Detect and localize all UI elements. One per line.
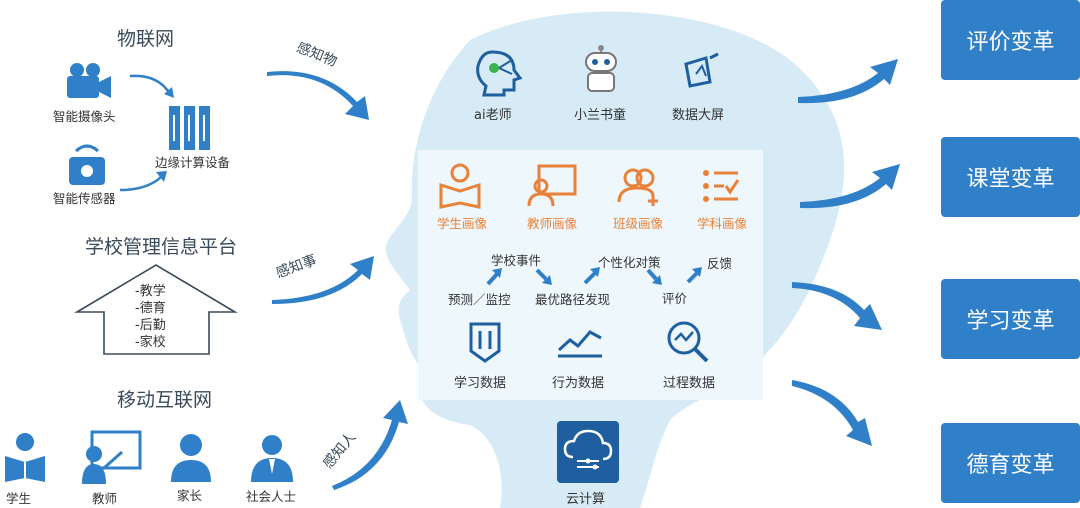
person-label: 家长 bbox=[177, 488, 203, 503]
head-item-label: 小兰书童 bbox=[574, 108, 627, 123]
subject-portrait-icon bbox=[703, 170, 740, 202]
parent-icon bbox=[171, 434, 211, 482]
portrait-label: 教师画像 bbox=[527, 216, 578, 231]
data-type-label: 行为数据 bbox=[552, 376, 605, 391]
process-data-icon bbox=[667, 321, 709, 363]
camera-to-edge-arrow bbox=[129, 74, 174, 98]
camera-label: 智能摄像头 bbox=[53, 109, 116, 124]
person-label: 学生 bbox=[6, 491, 32, 506]
flow-evaluate: 评价 bbox=[662, 291, 688, 306]
flow-optimal-path: 最优路径发现 bbox=[535, 292, 611, 307]
sense-event-arrow bbox=[272, 256, 374, 304]
robot-icon bbox=[585, 45, 617, 92]
sensor-icon bbox=[69, 144, 105, 185]
sense-thing-arrow bbox=[267, 71, 369, 120]
output-box-classroom: 课堂变革 bbox=[941, 137, 1080, 217]
flow-feedback: 反馈 bbox=[707, 256, 733, 271]
output-box-evaluation: 评价变革 bbox=[941, 0, 1080, 80]
output-arrow-1 bbox=[798, 59, 898, 104]
social-person-icon bbox=[251, 435, 293, 482]
teacher-portrait-icon bbox=[527, 164, 577, 207]
portrait-label: 学科画像 bbox=[697, 216, 748, 231]
platform-item: -教学 bbox=[135, 284, 166, 299]
data-type-label: 过程数据 bbox=[663, 376, 716, 391]
sensor-to-edge-arrow bbox=[119, 171, 167, 192]
sense-person-arrow bbox=[332, 400, 408, 490]
student-portrait-icon bbox=[439, 163, 481, 209]
teacher-icon bbox=[82, 430, 142, 484]
ai-teacher-icon bbox=[476, 50, 523, 97]
person-label: 社会人士 bbox=[246, 489, 297, 504]
output-box-learning: 学习变革 bbox=[941, 279, 1080, 359]
flow-predict: 预测／监控 bbox=[448, 292, 511, 307]
iot-title: 物联网 bbox=[117, 28, 175, 50]
cloud-computing-box bbox=[557, 421, 619, 483]
edge-label: 边缘计算设备 bbox=[155, 155, 231, 170]
behavior-data-icon bbox=[557, 330, 602, 358]
learning-data-icon bbox=[469, 322, 501, 363]
server-icon bbox=[169, 106, 210, 150]
flow-school-event: 学校事件 bbox=[491, 253, 542, 268]
student-icon bbox=[5, 433, 45, 482]
platform-item: -家校 bbox=[135, 335, 166, 350]
portrait-label: 学生画像 bbox=[437, 216, 488, 231]
output-box-moral: 德育变革 bbox=[941, 423, 1080, 503]
head-item-label: ai老师 bbox=[474, 108, 512, 123]
portrait-label: 班级画像 bbox=[613, 216, 664, 231]
data-screen-icon bbox=[684, 52, 719, 88]
person-label: 教师 bbox=[92, 491, 118, 506]
platform-item: -后勤 bbox=[135, 318, 166, 333]
class-portrait-icon bbox=[617, 168, 658, 206]
platform-items: -教学 -德育 -后勤 -家校 bbox=[135, 283, 166, 351]
platform-title: 学校管理信息平台 bbox=[85, 236, 238, 258]
platform-item: -德育 bbox=[135, 301, 166, 316]
output-arrow-2 bbox=[800, 164, 900, 209]
output-arrow-3 bbox=[792, 282, 882, 330]
data-type-label: 学习数据 bbox=[454, 376, 507, 391]
cloud-label: 云计算 bbox=[566, 492, 606, 507]
sensor-label: 智能传感器 bbox=[53, 191, 116, 206]
flow-personal-strategy: 个性化对策 bbox=[598, 255, 661, 270]
output-arrow-4 bbox=[792, 380, 872, 446]
mobile-title: 移动互联网 bbox=[117, 389, 213, 411]
camera-icon bbox=[67, 63, 111, 98]
house-icon bbox=[74, 264, 238, 355]
cloud-icon bbox=[563, 429, 613, 470]
head-item-label: 数据大屏 bbox=[672, 108, 725, 123]
